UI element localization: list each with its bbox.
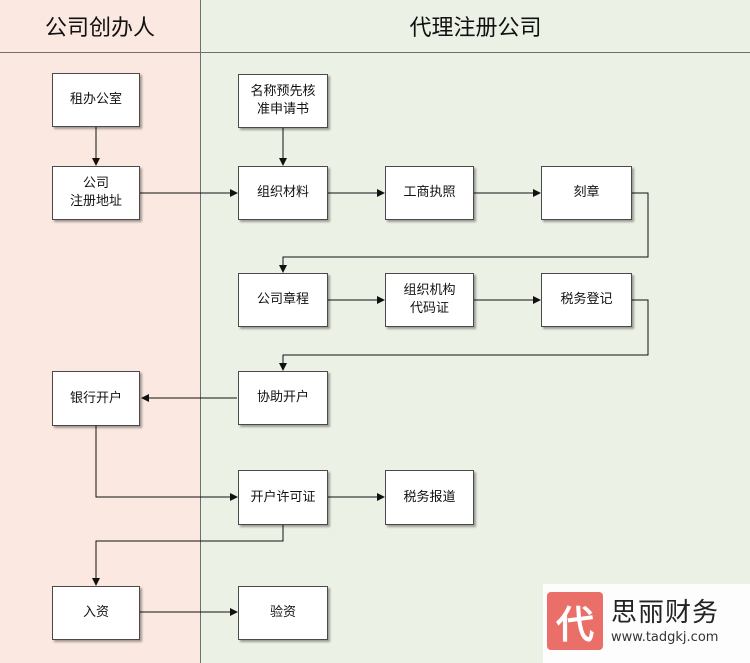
watermark-logo-icon: 代 xyxy=(547,592,603,650)
node-name-precheck: 名称预先核 准申请书 xyxy=(238,74,328,128)
watermark-url: www.tadgkj.com xyxy=(611,630,719,645)
node-rent-office: 租办公室 xyxy=(52,73,140,127)
lane-divider xyxy=(200,0,201,663)
node-capital-injection: 入资 xyxy=(52,586,140,640)
node-tax-registration: 税务登记 xyxy=(541,273,632,327)
lane-title-agency: 代理注册公司 xyxy=(409,16,542,41)
node-articles: 公司章程 xyxy=(238,273,328,327)
node-engrave-seal: 刻章 xyxy=(541,166,632,220)
watermark-name: 思丽财务 xyxy=(611,598,720,628)
node-tax-report: 税务报道 xyxy=(385,470,474,525)
node-business-license: 工商执照 xyxy=(385,166,474,220)
node-company-address: 公司 注册地址 xyxy=(52,166,140,220)
node-account-permit: 开户许可证 xyxy=(238,470,328,525)
arrow-bank-to-permit xyxy=(95,426,238,501)
node-assist-account: 协助开户 xyxy=(238,371,328,425)
arrow-seal-to-articles xyxy=(279,192,649,273)
node-organize-materials: 组织材料 xyxy=(238,166,328,220)
node-org-code: 组织机构 代码证 xyxy=(385,273,474,327)
watermark: 代 思丽财务 www.tadgkj.com xyxy=(543,584,750,663)
header-divider xyxy=(0,52,750,53)
arrow-permit-to-capital xyxy=(92,525,284,586)
lane-title-founder: 公司创办人 xyxy=(44,16,155,41)
node-capital-verification: 验资 xyxy=(238,586,328,640)
node-bank-account: 银行开户 xyxy=(52,371,140,426)
arrow-tax-to-assist xyxy=(279,299,649,371)
